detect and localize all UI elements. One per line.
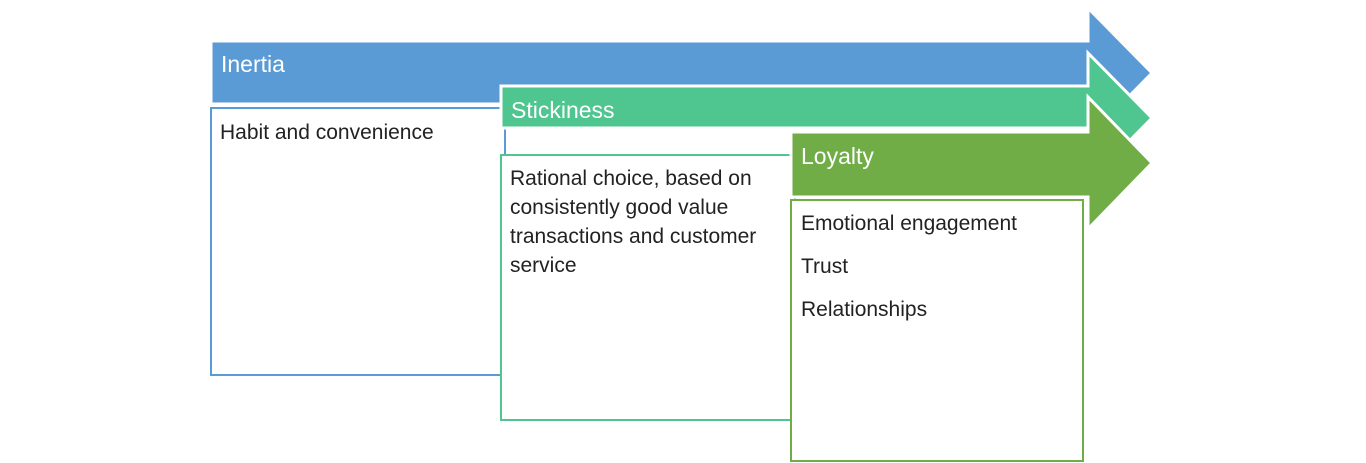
loyalty-item: Relationships — [801, 298, 928, 321]
stickiness-items: Rational choice, based on consistently g… — [510, 164, 790, 294]
inertia-title: Inertia — [221, 51, 285, 77]
inertia-item: Habit and convenience — [220, 121, 434, 144]
stickiness-box — [500, 154, 796, 421]
loyalty-item: Trust — [801, 255, 849, 278]
inertia-box — [210, 107, 506, 376]
loyalty-box — [790, 199, 1084, 462]
inertia-items: Habit and convenience — [220, 118, 500, 161]
loyalty-arrow — [789, 93, 1155, 233]
stickiness-title: Stickiness — [511, 97, 615, 123]
loyalty-title: Loyalty — [801, 143, 874, 169]
loyalty-items: Emotional engagement Trust Relationships — [801, 209, 1081, 338]
stickiness-item: Rational choice, based on consistently g… — [510, 167, 757, 277]
loyalty-item: Emotional engagement — [801, 212, 1017, 235]
